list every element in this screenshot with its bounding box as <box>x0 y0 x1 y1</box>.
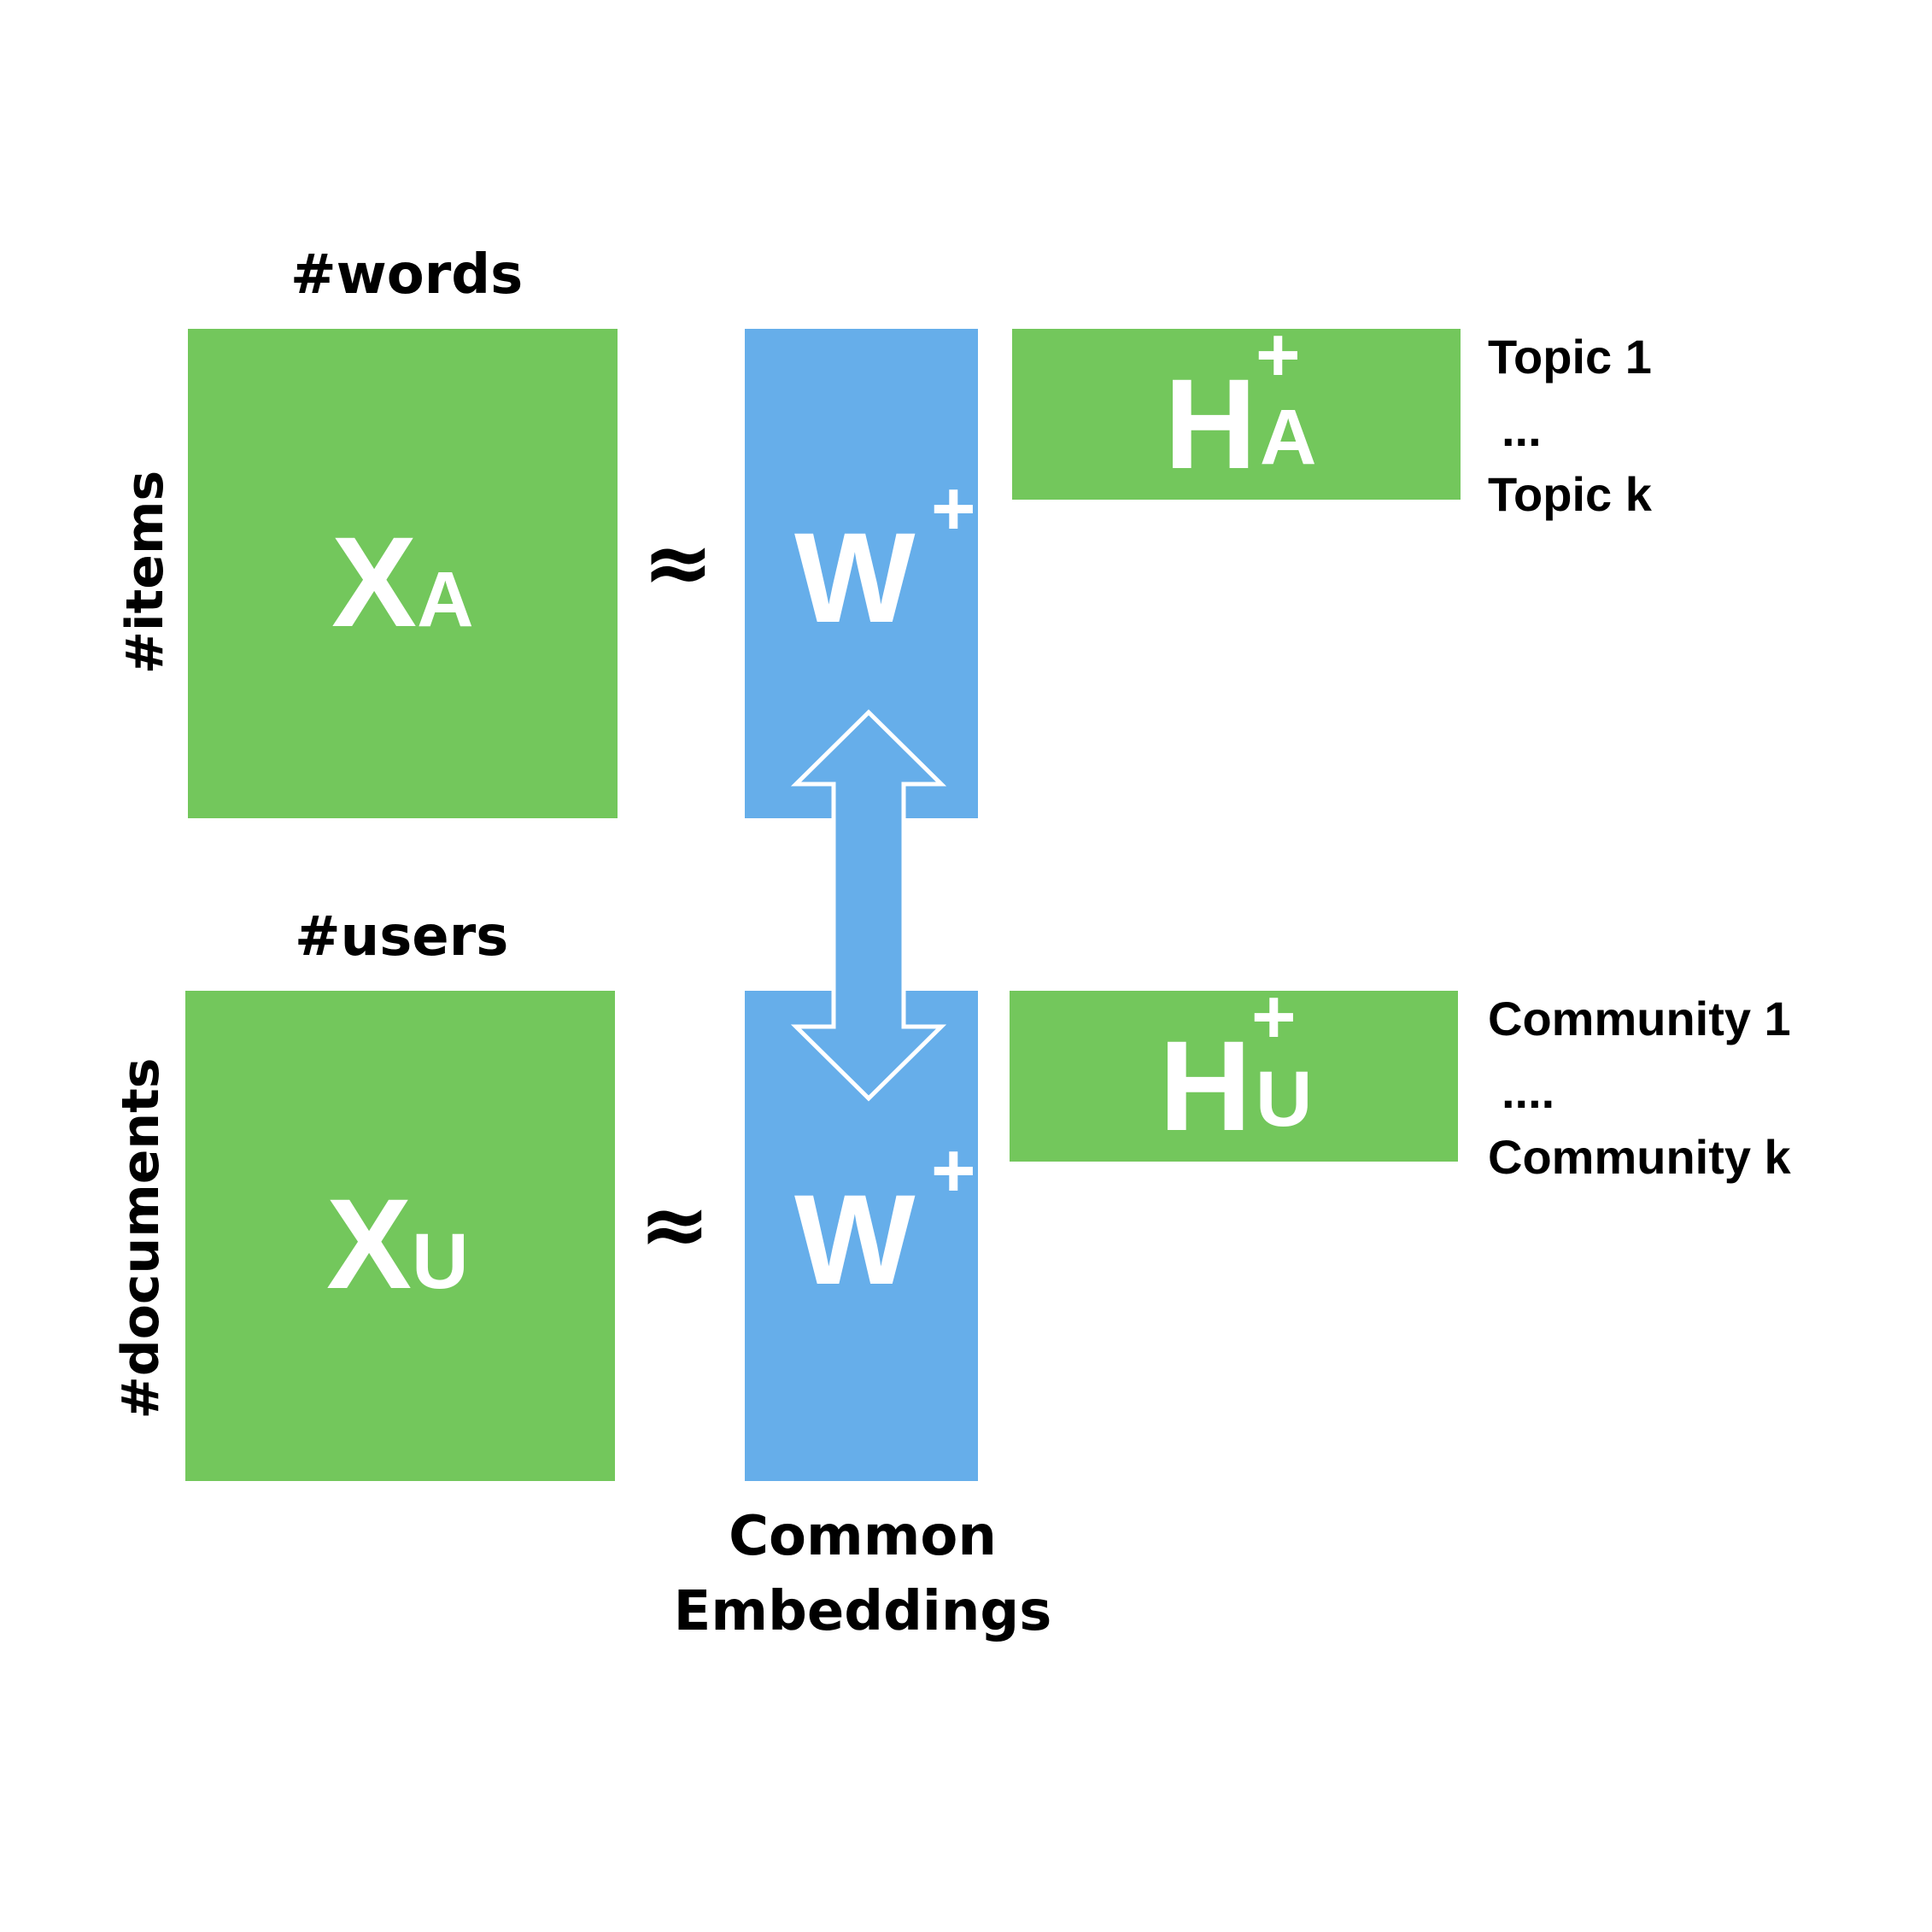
community-label-last: Community k <box>1488 1130 1791 1184</box>
shared-embedding-arrow <box>790 709 947 1102</box>
w-top-superscript: + <box>931 466 976 552</box>
caption-line-2: Embeddings <box>673 1580 1052 1643</box>
data-matrix-xa: XA <box>188 329 618 818</box>
xa-symbol: XA <box>331 508 474 656</box>
xu-main: X <box>326 1172 413 1315</box>
ha-subscript: A <box>1260 394 1317 481</box>
w-bottom-main: W <box>794 1168 916 1311</box>
caption-line-1: Common <box>729 1505 997 1568</box>
users-column-label: #users <box>295 905 509 969</box>
approx-symbol-top: ≈ <box>642 512 714 612</box>
community-label-first: Community 1 <box>1488 992 1791 1045</box>
xu-symbol: XU <box>326 1170 469 1318</box>
data-matrix-xu: XU <box>185 991 615 1481</box>
hu-subscript: U <box>1256 1056 1313 1143</box>
ha-superscript: + <box>1256 313 1301 398</box>
topic-label-first: Topic 1 <box>1488 330 1652 383</box>
w-bottom-symbol: W <box>794 1166 916 1314</box>
factor-matrix-hu: H U + <box>1010 975 1458 1162</box>
double-arrow-icon <box>790 709 947 1102</box>
xu-subscript: U <box>412 1218 469 1305</box>
w-top-symbol: W <box>794 504 916 652</box>
documents-row-label: #documents <box>111 1057 171 1420</box>
topic-label-last: Topic k <box>1488 467 1652 521</box>
community-label-ellipsis: .... <box>1502 1064 1555 1118</box>
w-bottom-superscript: + <box>931 1128 976 1214</box>
w-top-main: W <box>794 506 916 649</box>
hu-main: H <box>1159 1014 1252 1157</box>
topic-label-ellipsis: ... <box>1502 402 1542 456</box>
ha-main: H <box>1164 352 1257 495</box>
xa-subscript: A <box>417 556 474 643</box>
xa-main: X <box>331 510 418 653</box>
words-column-label: #words <box>290 243 524 307</box>
approx-symbol-bottom: ≈ <box>639 1174 711 1274</box>
items-row-label: #items <box>115 470 175 675</box>
factor-matrix-ha: H A + <box>1012 313 1461 500</box>
hu-superscript: + <box>1251 975 1297 1060</box>
